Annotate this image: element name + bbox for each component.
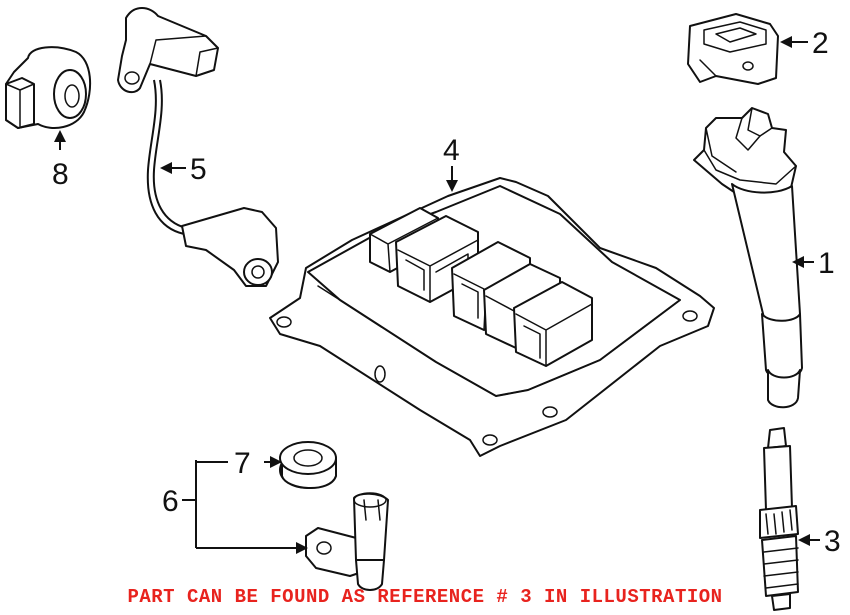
part-2-bracket	[687, 13, 779, 85]
callout-5: 5	[190, 153, 207, 186]
part-3-spark-plug	[759, 427, 799, 611]
leader-lines	[54, 36, 820, 554]
part-8-knock-sensor	[5, 46, 92, 129]
callout-6: 6	[162, 485, 179, 518]
reference-notice: PART CAN BE FOUND AS REFERENCE # 3 IN IL…	[127, 586, 723, 608]
callout-1: 1	[818, 247, 835, 280]
callout-numbers: 1 2 3 4 5 6 7 8	[52, 27, 841, 558]
part-5-sensor-harness	[117, 7, 279, 287]
callout-2: 2	[812, 27, 829, 60]
part-6-cam-sensor	[305, 492, 389, 591]
callout-3: 3	[824, 525, 841, 558]
part-4-control-module	[269, 177, 715, 457]
part-1-ignition-coil	[693, 107, 803, 409]
part-7-seal	[279, 441, 337, 490]
callout-7: 7	[234, 447, 251, 480]
callout-4: 4	[443, 134, 460, 167]
callout-8: 8	[52, 158, 69, 191]
